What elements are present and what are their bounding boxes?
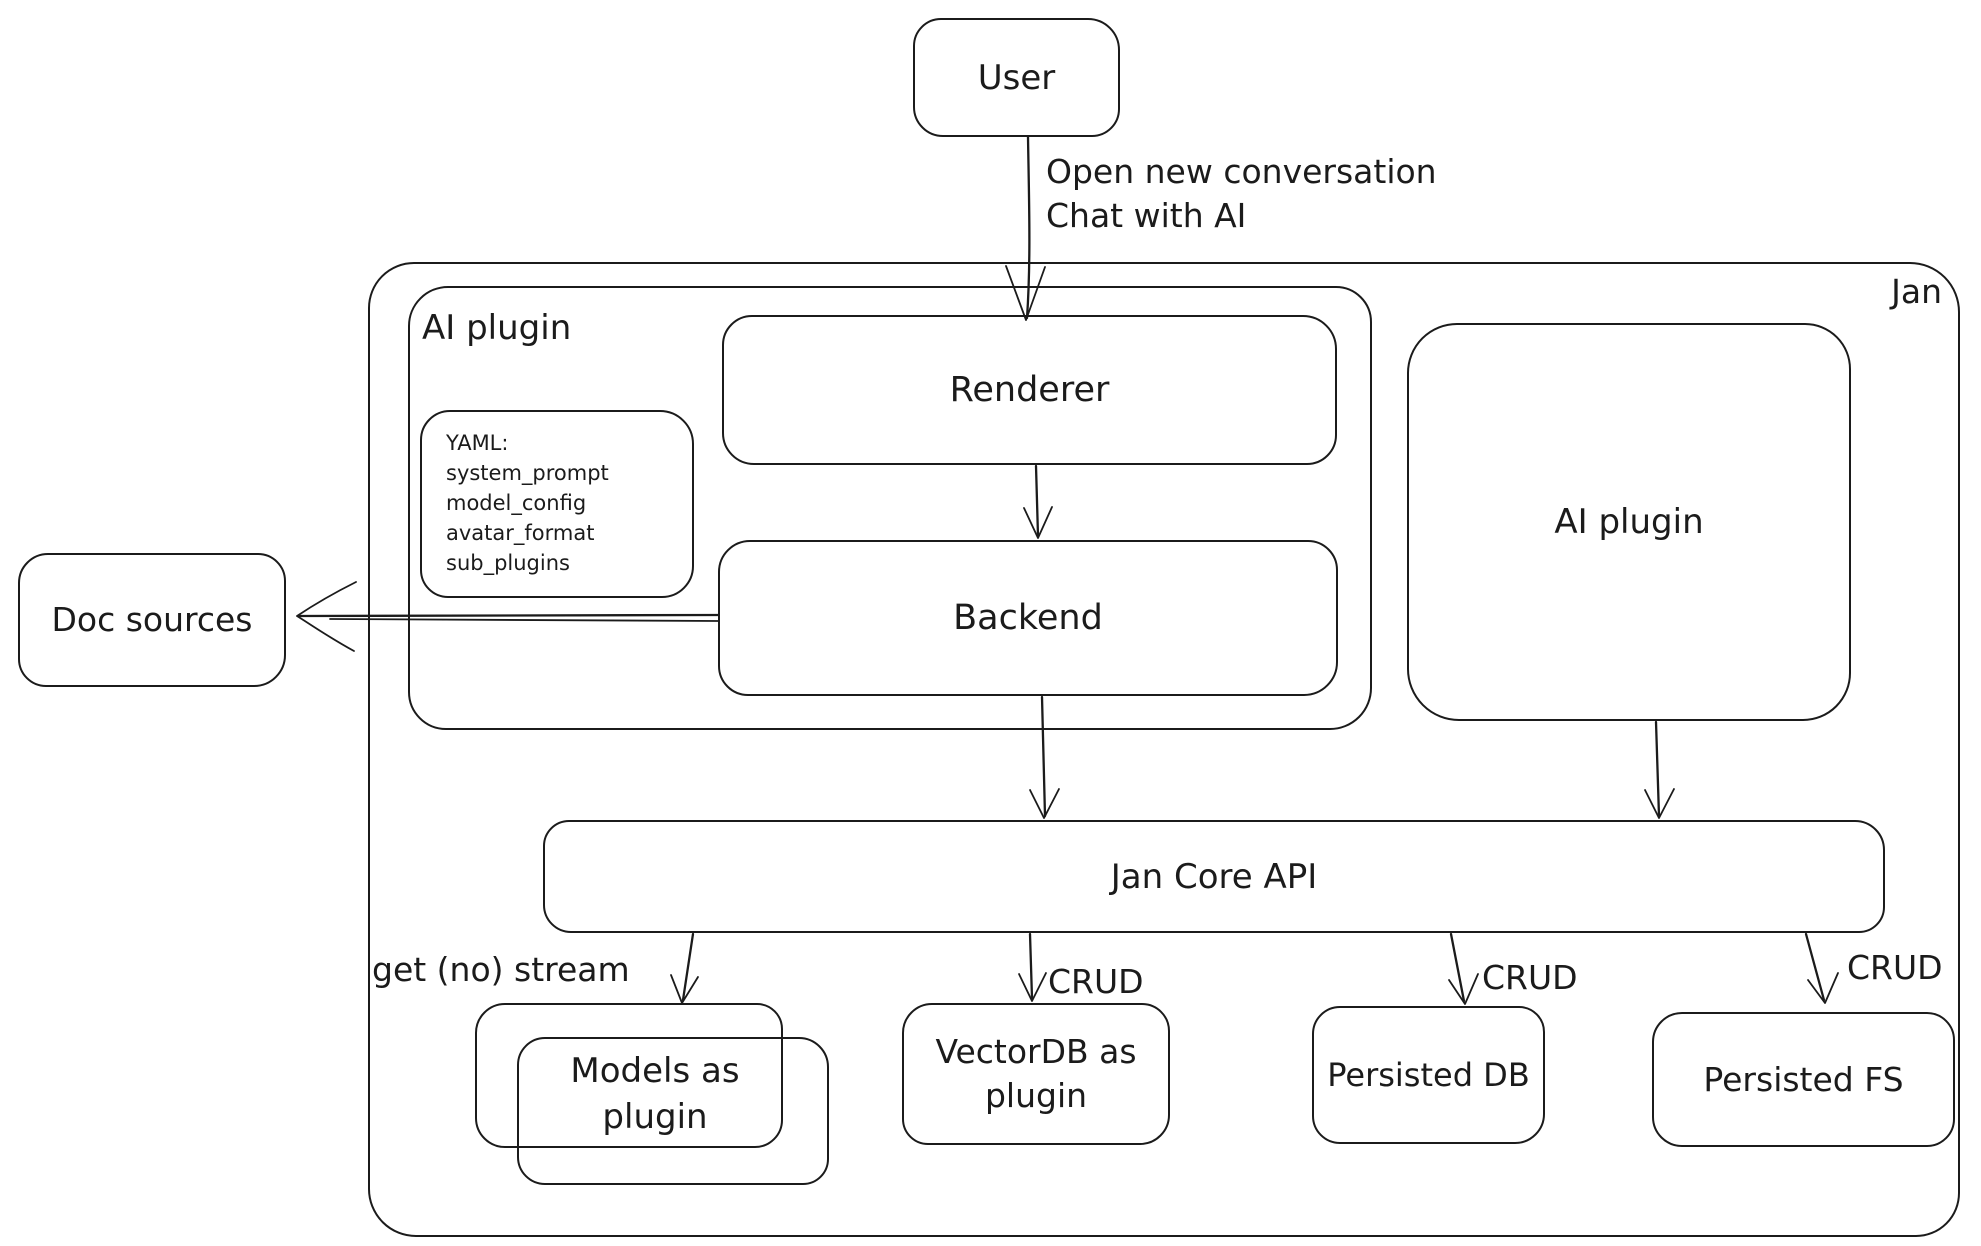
node-models-as-plugin-front [517,1037,829,1185]
edge-label-open-new-conversation: Open new conversation [1046,152,1437,191]
yaml-note: YAML: system_prompt model_config avatar_… [420,410,694,598]
edge-label-crud-vectordb: CRUD [1048,962,1144,1001]
node-vectordb-as-plugin-label: VectorDB as plugin [935,1032,1137,1115]
node-ai-plugin-right: AI plugin [1407,323,1851,721]
node-vectordb-as-plugin: VectorDB as plugin [902,1003,1170,1145]
node-persisted-db: Persisted DB [1312,1006,1545,1144]
yaml-note-line: sub_plugins [446,551,570,575]
edge-label-get-no-stream: get (no) stream [372,950,630,989]
edge-label-user-to-renderer: Open new conversation Chat with AI [1046,150,1437,238]
node-doc-sources: Doc sources [18,553,286,687]
node-renderer: Renderer [722,315,1337,465]
node-backend: Backend [718,540,1338,696]
edge-label-crud-persisted-db: CRUD [1482,958,1578,997]
edge-label-chat-with-ai: Chat with AI [1046,196,1247,235]
edge-label-crud-persisted-fs: CRUD [1847,948,1943,987]
jan-container-title: Jan [1891,272,1942,311]
yaml-note-line: system_prompt [446,461,609,485]
node-persisted-fs: Persisted FS [1652,1012,1955,1147]
yaml-note-line: YAML: [446,431,509,455]
node-models-as-plugin-back [475,1003,783,1148]
node-models-as-plugin-label: Models as plugin [570,1051,740,1137]
ai-plugin-left-title: AI plugin [422,308,572,348]
node-jan-core-api: Jan Core API [543,820,1885,933]
yaml-note-line: avatar_format [446,521,595,545]
node-user: User [913,18,1120,137]
yaml-note-line: model_config [446,491,587,515]
